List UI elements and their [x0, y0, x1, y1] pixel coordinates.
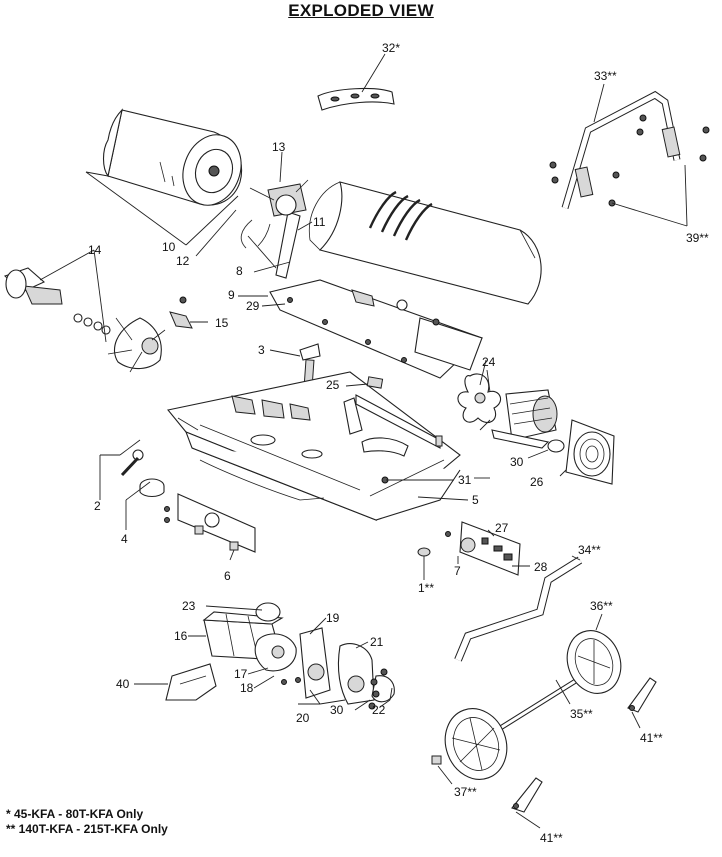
callout-19: 19 — [326, 611, 340, 625]
callout-9: 9 — [228, 288, 235, 302]
wheel-axle-part — [431, 613, 622, 785]
callout-31: 31 — [458, 473, 472, 487]
callout-32: 32* — [382, 41, 400, 55]
connector-part — [345, 376, 384, 389]
outer-shell-part — [85, 108, 242, 246]
callout-36: 36** — [590, 599, 613, 613]
callout-41-lower: 41** — [540, 831, 563, 845]
callout-5: 5 — [472, 493, 479, 507]
footnote-double-star: ** 140T-KFA - 215T-KFA Only — [6, 822, 168, 836]
fan-guard-part — [559, 419, 615, 485]
callout-37: 37** — [454, 785, 477, 799]
leader-lines — [185, 195, 490, 479]
fuel-tank-part — [167, 371, 469, 522]
callout-26: 26 — [530, 475, 544, 489]
callout-2: 2 — [94, 499, 101, 513]
frame-handle-part — [549, 83, 710, 227]
callout-7: 7 — [454, 564, 461, 578]
callout-29: 29 — [246, 299, 260, 313]
callout-11: 11 — [313, 215, 326, 229]
callout-8: 8 — [236, 264, 243, 278]
callout-27: 27 — [495, 521, 509, 535]
callout-10: 10 — [162, 240, 176, 254]
combustion-chamber-part — [308, 181, 542, 305]
callout-33: 33** — [594, 69, 617, 83]
callout-16: 16 — [174, 629, 188, 643]
callout-3: 3 — [258, 343, 265, 357]
callout-39: 39** — [686, 231, 709, 245]
callout-6: 6 — [224, 569, 231, 583]
callout-1: 1** — [418, 581, 434, 595]
fuel-cap-part — [99, 439, 165, 530]
handle-part — [317, 53, 395, 111]
callout-28: 28 — [534, 560, 548, 574]
callout-13: 13 — [272, 140, 286, 154]
callout-12: 12 — [176, 254, 190, 268]
callout-17: 17 — [234, 667, 248, 681]
callout-34: 34** — [578, 543, 601, 557]
callout-30-upper: 30 — [510, 455, 524, 469]
bracket-part — [134, 663, 217, 701]
callout-35: 35** — [570, 707, 593, 721]
callout-18: 18 — [240, 681, 254, 695]
callout-40: 40 — [116, 677, 130, 691]
rear-motor-part — [479, 389, 565, 459]
motor-fan-part — [3, 249, 208, 373]
callout-20: 20 — [296, 711, 310, 725]
clip-part — [511, 677, 657, 829]
callout-23: 23 — [182, 599, 196, 613]
burner-plate-part — [238, 279, 484, 379]
foot-part — [417, 547, 431, 580]
axle-handle-part — [454, 555, 583, 662]
callout-labels: 32* 33** 39** 13 11 10 12 8 14 9 29 15 3… — [88, 41, 709, 845]
circuit-board-part — [445, 521, 530, 576]
callout-22: 22 — [372, 703, 386, 717]
footnote-single-star: * 45-KFA - 80T-KFA Only — [6, 807, 144, 821]
callout-21: 21 — [370, 635, 384, 649]
fan-assembly-part — [240, 151, 313, 279]
callout-15: 15 — [215, 316, 229, 330]
callout-14: 14 — [88, 243, 102, 257]
control-panel-part — [164, 493, 256, 561]
callout-30-lower: 30 — [330, 703, 344, 717]
burner-assembly-part — [188, 602, 395, 711]
callout-24: 24 — [482, 355, 496, 369]
callout-4: 4 — [121, 532, 128, 546]
callout-25: 25 — [326, 378, 340, 392]
callout-41-upper: 41** — [640, 731, 663, 745]
page-title: EXPLODED VIEW — [288, 1, 434, 20]
rear-fan-part — [457, 369, 502, 423]
